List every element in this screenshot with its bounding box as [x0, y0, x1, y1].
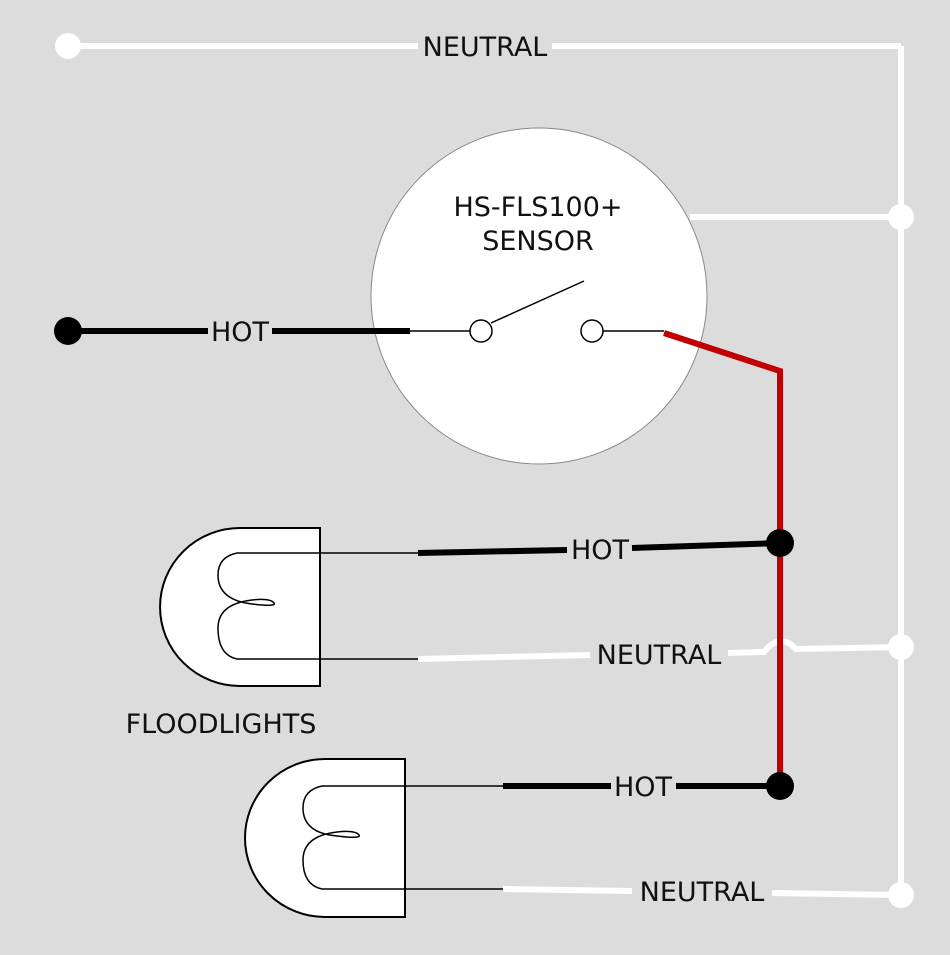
sensor-switch-lever	[490, 280, 585, 324]
floodlight-1	[159, 527, 418, 687]
hot-junction-light-1	[766, 529, 794, 557]
neutral-light-2-label: NEUTRAL	[640, 877, 765, 908]
floodlight-2-filament	[302, 785, 361, 890]
floodlight-1-housing	[159, 527, 321, 687]
switch-contact-right	[580, 319, 604, 343]
neutral-light-1-wire-right	[727, 638, 902, 656]
hot-input-terminal-dot	[54, 317, 82, 345]
neutral-light-1-label: NEUTRAL	[597, 640, 722, 671]
switched-hot-path	[663, 330, 783, 786]
hot-input-label: HOT	[211, 317, 270, 348]
switch-contact-left	[469, 319, 493, 343]
floodlight-1-filament	[217, 552, 276, 660]
hot-junction-light-2	[766, 772, 794, 800]
hot-light-1-label: HOT	[571, 535, 630, 566]
neutral-terminal-dot	[55, 33, 81, 59]
hot-light-1-wire-left	[417, 547, 568, 556]
neutral-junction-sensor	[888, 204, 914, 230]
neutral-light-1-wire-left	[417, 652, 591, 662]
floodlights-label: FLOODLIGHTS	[126, 709, 317, 740]
neutral-junction-light-1	[888, 634, 914, 660]
hot-light-1-wire-right	[631, 540, 781, 551]
sensor-label: SENSOR	[482, 226, 594, 257]
neutral-light-2-wire-right	[771, 890, 902, 898]
neutral-junction-light-2	[888, 882, 914, 908]
floodlight-2-housing	[244, 758, 406, 918]
neutral-light-2-wire-left	[502, 886, 633, 894]
switched-hot-wire	[663, 330, 783, 786]
neutral-top-label: NEUTRAL	[423, 32, 548, 63]
sensor-model-label: HS-FLS100+	[453, 192, 622, 223]
hot-light-2-label: HOT	[614, 772, 673, 803]
floodlight-2	[244, 758, 503, 918]
sensor-body	[370, 127, 708, 465]
